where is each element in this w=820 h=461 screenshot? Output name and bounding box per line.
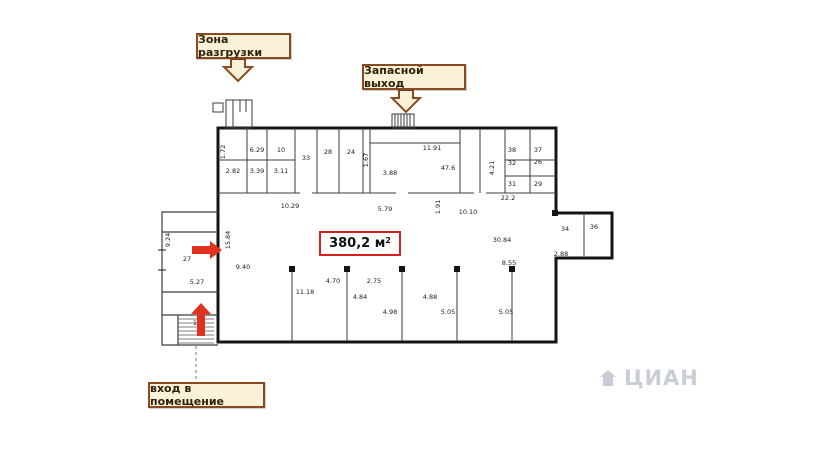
area-unit-sup: 2 xyxy=(385,235,391,245)
entrance-label: вход в помещение xyxy=(150,382,224,408)
main-entrance-arrow-icon xyxy=(191,303,211,336)
watermark: ЦИАН xyxy=(598,366,699,390)
exit-steps xyxy=(391,113,415,129)
loading-dock xyxy=(212,99,253,129)
watermark-logo-icon xyxy=(600,370,616,386)
outer-walls xyxy=(216,126,614,344)
entrance-callout: вход в помещение xyxy=(148,382,265,408)
side-entrance-arrow-icon xyxy=(192,241,222,259)
annex-walls xyxy=(158,211,218,346)
interior-walls xyxy=(218,128,585,341)
callout-arrows xyxy=(221,58,423,114)
watermark-text: ЦИАН xyxy=(624,366,699,390)
emergency-exit-arrow-icon xyxy=(389,89,423,114)
stairs-hatch xyxy=(178,318,214,344)
area-value: 380,2 м xyxy=(329,236,386,251)
emergency-exit-label: Запасной выход xyxy=(364,64,424,90)
unloading-zone-arrow-icon xyxy=(221,58,255,83)
columns xyxy=(289,210,558,272)
unloading-zone-label: Зона разгрузки xyxy=(198,33,263,59)
unloading-zone-callout: Зона разгрузки xyxy=(196,33,291,59)
emergency-exit-callout: Запасной выход xyxy=(362,64,466,90)
red-arrows xyxy=(191,241,222,336)
